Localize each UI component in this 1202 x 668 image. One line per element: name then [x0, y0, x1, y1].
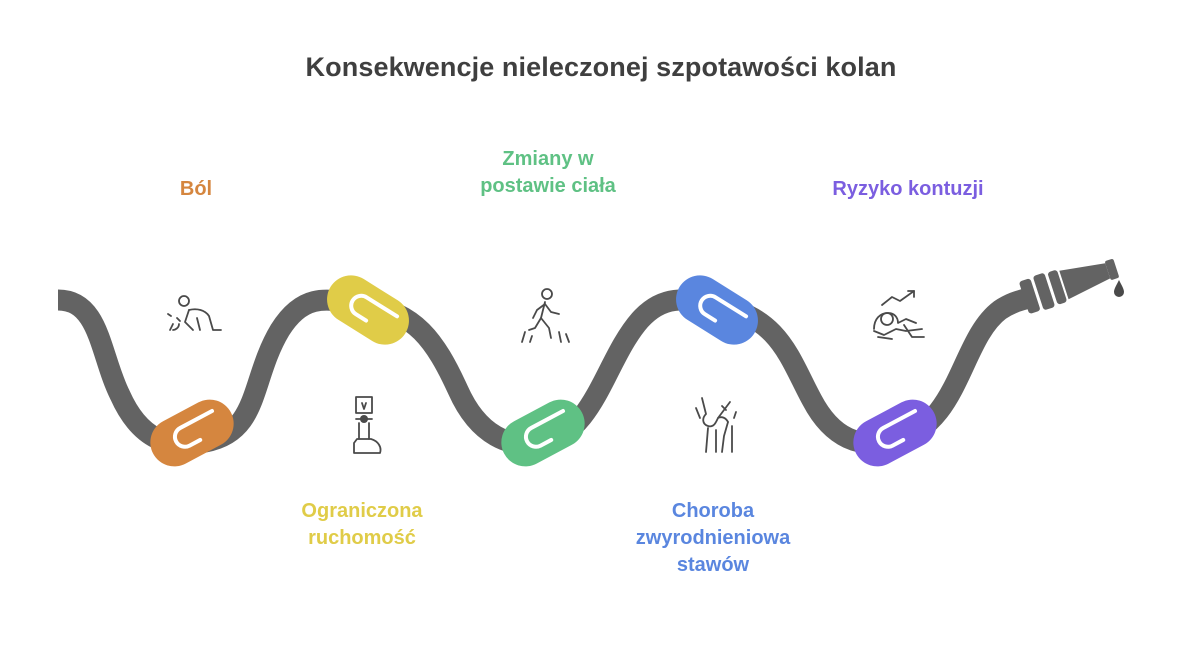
water-drop [1114, 280, 1124, 297]
knee-joint-icon [695, 397, 737, 453]
step-label-limited-mobility: Ograniczona ruchomość [301, 500, 423, 549]
knot-posture [501, 399, 585, 467]
step-label-pain: Ból [179, 178, 213, 200]
knot-degenerative [676, 275, 758, 345]
walking-person-icon [521, 288, 570, 343]
hose-nozzle [1019, 259, 1119, 314]
knot-injury [853, 399, 937, 467]
crawling-person-pain-icon [167, 295, 222, 331]
diagram-title: Konsekwencje nieleczonej szpotawości kol… [305, 52, 897, 82]
knot-pain [150, 399, 234, 467]
step-label-degenerative-joint-disease: Choroba zwyrodnieniowa stawów [635, 500, 791, 576]
step-label-injury-risk: Ryzyko kontuzji [832, 178, 984, 200]
prosthetic-leg-icon [353, 396, 382, 454]
knot-limited-mobility [327, 275, 409, 345]
step-label-posture-changes: Zmiany w postawie ciała [480, 148, 616, 197]
injured-person-rising-arrow-icon [873, 290, 925, 340]
